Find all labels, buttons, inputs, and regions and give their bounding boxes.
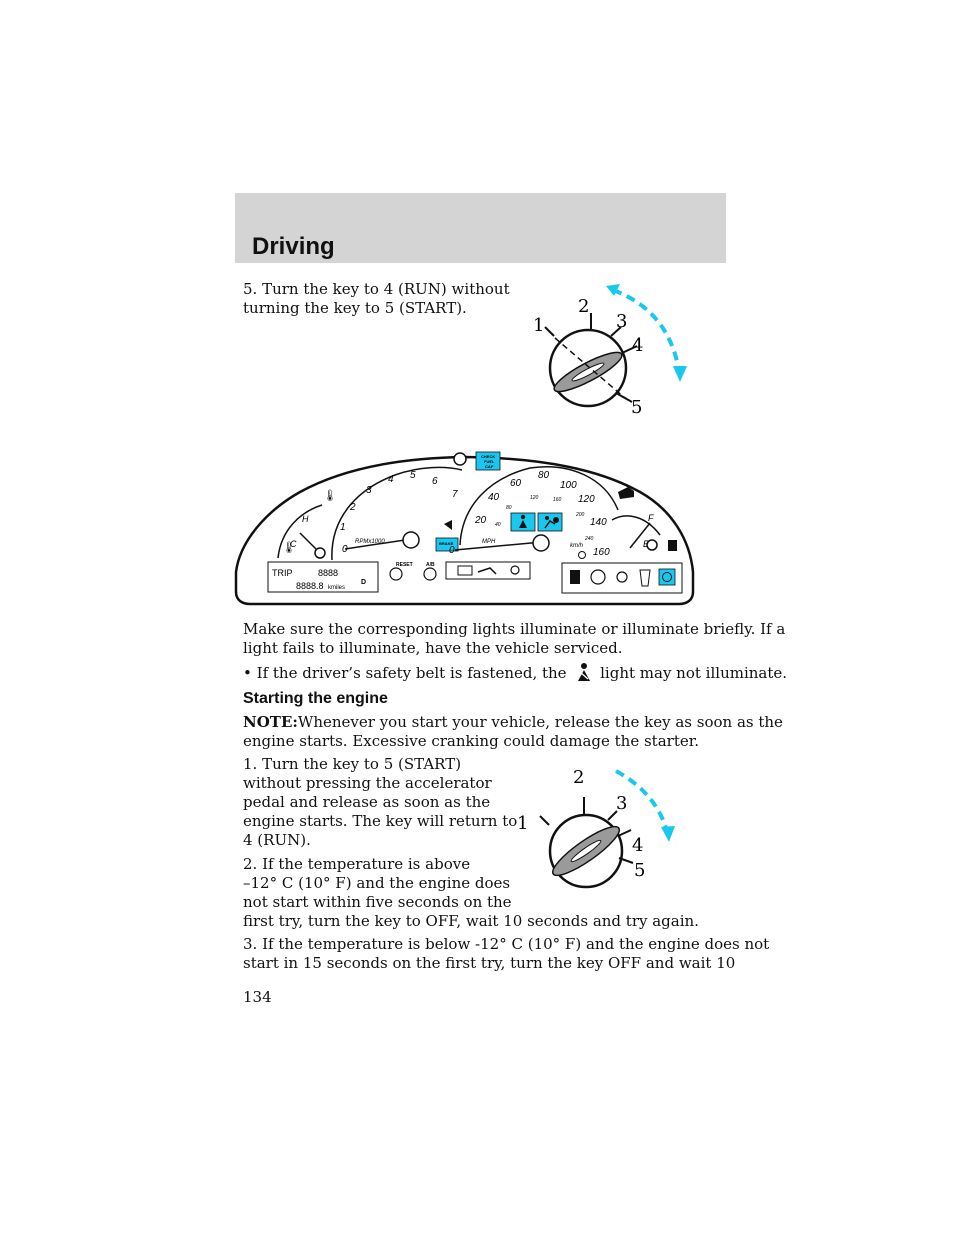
svg-text:BRAKE: BRAKE [439, 541, 454, 546]
svg-text:200: 200 [575, 512, 585, 518]
brake-warning-light [435, 537, 459, 552]
svg-text:20: 20 [474, 515, 487, 526]
door-ajar-icon [590, 569, 606, 585]
check-fuel-cap-light [475, 451, 501, 471]
fuel-pump-icon [668, 540, 677, 551]
svg-text:8888.8: 8888.8 [296, 581, 324, 591]
ab-knob [423, 567, 437, 581]
svg-text:60: 60 [510, 478, 522, 489]
svg-text:0: 0 [342, 544, 348, 555]
tach-hub [402, 531, 420, 549]
section-title: Driving [252, 233, 335, 260]
gear-indicator: D [361, 579, 366, 586]
fuel-full-label: F [648, 513, 654, 523]
ign2-pos-3: 3 [616, 793, 627, 814]
ab-button-label: A/B [426, 562, 435, 568]
svg-text:1: 1 [340, 522, 346, 533]
abs-light [658, 568, 676, 586]
bulb-icon [616, 571, 628, 583]
trip-label: TRIP [272, 568, 293, 578]
page-number: 134 [243, 988, 272, 1006]
svg-text:0: 0 [449, 545, 455, 556]
illumination-note: Make sure the corresponding lights illum… [243, 620, 786, 657]
svg-text:kmiles: kmiles [328, 585, 345, 591]
speedo-hub [532, 534, 550, 552]
starting-engine-heading: Starting the engine [243, 690, 388, 707]
reset-knob [389, 567, 403, 581]
ignition-diagram-run: 1 2 3 4 5 [533, 284, 687, 418]
speed-unit: MPH [482, 539, 496, 545]
svg-text:120: 120 [578, 494, 595, 505]
svg-text:8888: 8888 [318, 568, 338, 578]
fuel-empty-label: E [643, 539, 650, 549]
od-off-icon [510, 565, 520, 575]
low-fuel-icon [570, 570, 580, 584]
coolant-icon: 🌡 [323, 489, 337, 502]
svg-text:CHECK: CHECK [481, 454, 495, 459]
ign2-pos-4: 4 [632, 835, 643, 856]
check-engine-icon [618, 487, 634, 499]
svg-text:80: 80 [506, 505, 512, 511]
ign2-pos-5: 5 [634, 860, 645, 881]
odometer-display [267, 561, 379, 593]
ign-pos-5: 5 [631, 397, 642, 418]
step1-text: 1. Turn the key to 5 (START) without pre… [243, 755, 518, 849]
ign2-pos-1: 1 [517, 813, 528, 834]
seatbelt-icon [578, 663, 591, 681]
thermometer-icon: 🌡 [282, 541, 296, 554]
kmh-unit: km/h [570, 543, 584, 549]
svg-text:120: 120 [530, 495, 539, 501]
svg-text:160: 160 [593, 547, 610, 558]
ign-pos-4: 4 [632, 335, 643, 356]
step5-text: 5. Turn the key to 4 (RUN) without turni… [243, 280, 510, 317]
svg-text:40: 40 [488, 492, 500, 503]
svg-text:6: 6 [432, 476, 438, 487]
seatbelt-bullet: • If the driver’s safety belt is fastene… [243, 663, 788, 682]
traction-icon [639, 569, 651, 587]
temp-cold-label: C [290, 539, 297, 549]
svg-text:4: 4 [388, 474, 394, 485]
speed-control-icon [453, 452, 467, 466]
svg-text:100: 100 [560, 480, 577, 491]
svg-text:2: 2 [349, 502, 356, 513]
svg-text:140: 140 [590, 517, 607, 528]
ign-pos-1: 1 [533, 315, 544, 336]
note-paragraph: NOTE:Whenever you start your vehicle, re… [243, 713, 783, 750]
tach-unit: RPMx1000 [355, 539, 385, 545]
svg-text:240: 240 [584, 536, 594, 542]
svg-text:FUEL: FUEL [484, 459, 495, 464]
svg-text:160: 160 [553, 497, 562, 503]
ign2-pos-2: 2 [573, 767, 584, 788]
step2-text: 2. If the temperature is above –12° C (1… [243, 855, 699, 930]
svg-text:CAP: CAP [485, 464, 494, 469]
ign-pos-3: 3 [616, 311, 627, 332]
instrument-cluster: H C 🌡 0 1 2 3 4 5 6 7 RPMx1000 🌡 BRAKE 0… [234, 451, 695, 606]
temp-hot-label: H [302, 514, 309, 524]
section-header: Driving [235, 193, 726, 263]
svg-text:3: 3 [366, 485, 372, 496]
oil-icon [477, 567, 497, 575]
svg-text:7: 7 [452, 489, 458, 500]
headlamp-icon [444, 520, 452, 530]
svg-text:5: 5 [410, 470, 416, 481]
battery-icon [457, 565, 473, 576]
svg-text:40: 40 [495, 522, 501, 528]
reset-button-label: RESET [396, 562, 413, 568]
svg-text:80: 80 [538, 470, 550, 481]
step3-text: 3. If the temperature is below -12° C (1… [243, 935, 770, 972]
ign-pos-2: 2 [578, 296, 589, 317]
ignition-diagram-start: 1 2 3 4 5 [517, 767, 675, 889]
